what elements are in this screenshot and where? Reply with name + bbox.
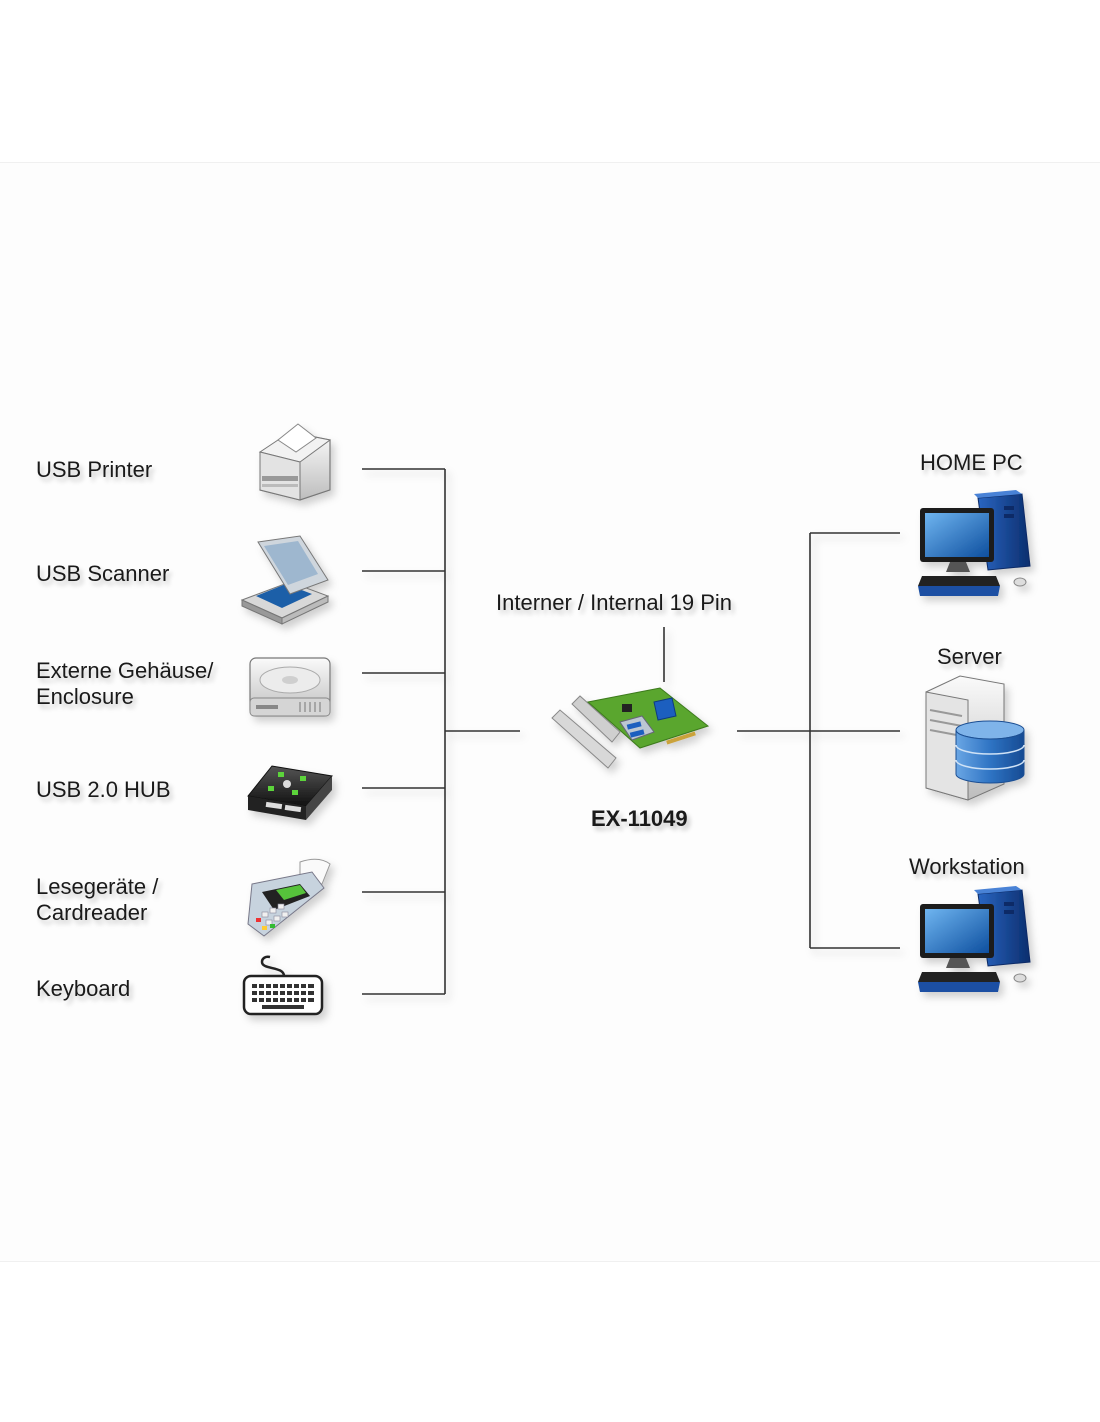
label-cardreader: Lesegeräte /Cardreader <box>36 874 159 925</box>
label-usb-hub: USB 2.0 HUB <box>36 777 171 802</box>
workstation-icon <box>918 886 1031 992</box>
desktop-pc-icon <box>918 490 1031 596</box>
scanner-icon <box>240 535 330 625</box>
diagram-panel <box>0 162 1100 1262</box>
label-server: Server <box>937 644 1002 669</box>
connector-lines <box>362 468 900 995</box>
label-usb-printer: USB Printer <box>36 457 153 482</box>
usb-hub-icon <box>247 765 333 820</box>
connector-label: Interner / Internal 19 Pin <box>496 590 733 615</box>
keyboard-icon <box>242 955 324 1016</box>
printer-icon <box>258 423 332 501</box>
label-home-pc: HOME PC <box>920 450 1023 475</box>
pcie-usb-card-icon <box>551 687 710 769</box>
label-keyboard: Keyboard <box>36 976 131 1001</box>
product-label: EX-11049 <box>591 806 688 831</box>
label-workstation: Workstation <box>909 854 1025 879</box>
card-reader-icon <box>247 858 331 937</box>
server-database-icon <box>925 675 1025 801</box>
label-enclosure: Externe Gehäuse/Enclosure <box>36 658 214 709</box>
label-usb-scanner: USB Scanner <box>36 561 170 586</box>
hard-drive-icon <box>249 657 331 717</box>
